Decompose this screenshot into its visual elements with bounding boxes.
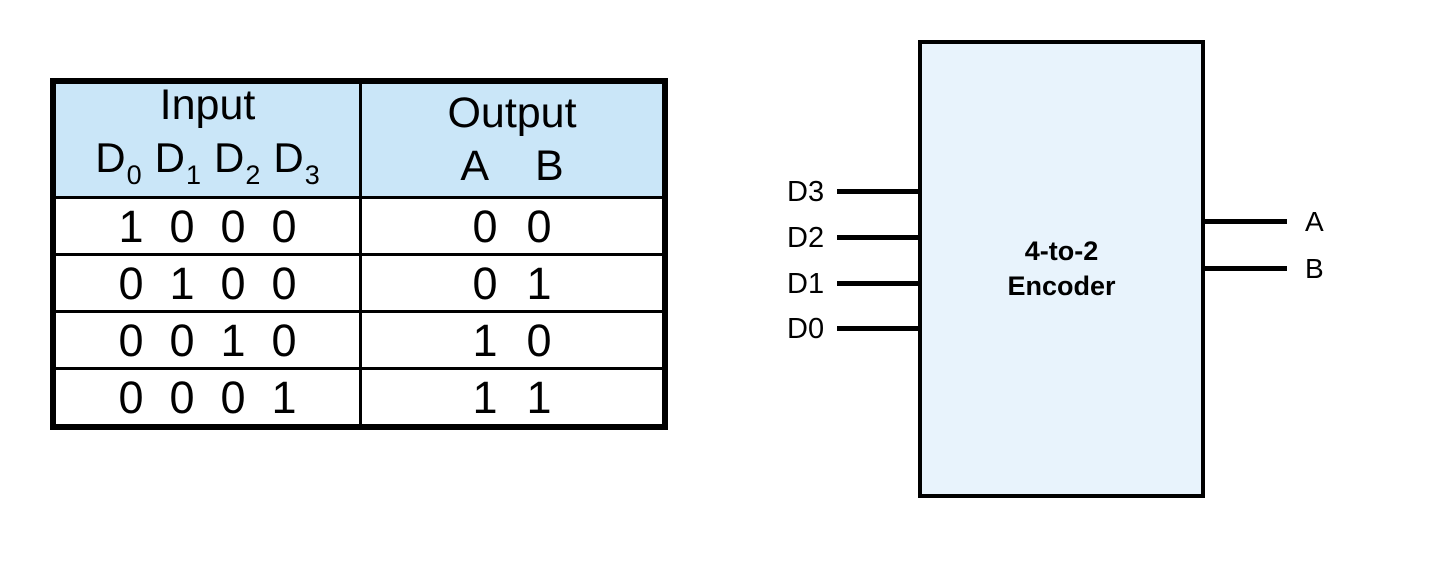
table-row-3: 0 0 1 0 1 0 (56, 310, 662, 367)
cell-value: 1 (526, 257, 552, 309)
cell-value: 1 (472, 314, 498, 366)
output-wire-b (1205, 266, 1287, 271)
cell-value: 1 (118, 200, 144, 252)
input-pin-label-d2: D2 (787, 222, 825, 254)
cell-value: 1 (472, 371, 498, 423)
cell-value: 0 (271, 257, 297, 309)
signal-label-d0: D0 (95, 133, 142, 190)
input-pin-label-d1: D1 (787, 268, 825, 300)
signal-label-d1: D1 (154, 133, 201, 190)
input-wire-d1 (837, 281, 918, 286)
cell-value: 0 (118, 371, 144, 423)
row-3-input-cell: 0 0 1 0 (56, 313, 359, 367)
cell-value: 0 (472, 200, 498, 252)
row-2-output-cell: 0 1 (359, 256, 662, 310)
cell-value: 0 (169, 314, 195, 366)
cell-value: 0 (118, 314, 144, 366)
cell-value: 1 (271, 371, 297, 423)
row-1-output-cell: 0 0 (359, 199, 662, 253)
cell-value: 0 (118, 257, 144, 309)
cell-value: 1 (220, 314, 246, 366)
cell-value: 0 (472, 257, 498, 309)
output-wire-a (1205, 219, 1287, 224)
cell-value: 1 (526, 371, 552, 423)
output-column-title: Output (447, 89, 577, 137)
cell-value: 0 (220, 257, 246, 309)
encoder-block: 4-to-2 Encoder (918, 40, 1205, 498)
encoder-label-line1: 4-to-2 (1024, 236, 1099, 266)
cell-value: 0 (526, 314, 552, 366)
cell-value: 0 (526, 200, 552, 252)
output-header-cell: Output A B (359, 84, 662, 196)
cell-value: 0 (220, 371, 246, 423)
row-4-output-cell: 1 1 (359, 370, 662, 424)
row-2-input-cell: 0 1 0 0 (56, 256, 359, 310)
input-column-title: Input (159, 80, 256, 129)
cell-value: 0 (220, 200, 246, 252)
signal-label-d2: D2 (214, 133, 261, 190)
input-header-cell: Input D0 D1 D2 D3 (56, 81, 359, 196)
cell-value: 0 (271, 314, 297, 366)
output-pin-label-b: B (1305, 253, 1324, 284)
cell-value: 0 (169, 200, 195, 252)
encoder-block-label: 4-to-2 Encoder (1007, 234, 1115, 304)
input-wire-d3 (837, 189, 918, 194)
input-signal-labels: D0 D1 D2 D3 (95, 130, 320, 203)
encoder-label-line2: Encoder (1007, 271, 1116, 301)
input-wire-d0 (837, 326, 918, 331)
truth-table-header-row: Input D0 D1 D2 D3 Output A B (56, 81, 662, 199)
cell-value: 1 (169, 257, 195, 309)
input-wire-d2 (837, 235, 918, 240)
row-3-output-cell: 1 0 (359, 313, 662, 367)
output-signal-labels: A B (460, 138, 563, 194)
encoder-truth-table: Input D0 D1 D2 D3 Output A B 1 0 (50, 78, 668, 430)
signal-label-a: A (460, 142, 489, 190)
signal-label-b: B (535, 142, 564, 190)
table-row-1: 1 0 0 0 0 0 (56, 199, 662, 253)
row-1-input-cell: 1 0 0 0 (56, 199, 359, 253)
signal-label-d3: D3 (273, 133, 320, 190)
output-pin-label-a: A (1305, 206, 1324, 237)
row-4-input-cell: 0 0 0 1 (56, 370, 359, 424)
cell-value: 0 (169, 371, 195, 423)
input-pin-label-d3: D3 (787, 176, 825, 208)
input-pin-label-d0: D0 (787, 313, 825, 345)
cell-value: 0 (271, 200, 297, 252)
table-row-2: 0 1 0 0 0 1 (56, 253, 662, 310)
table-row-4: 0 0 0 1 1 1 (56, 367, 662, 424)
